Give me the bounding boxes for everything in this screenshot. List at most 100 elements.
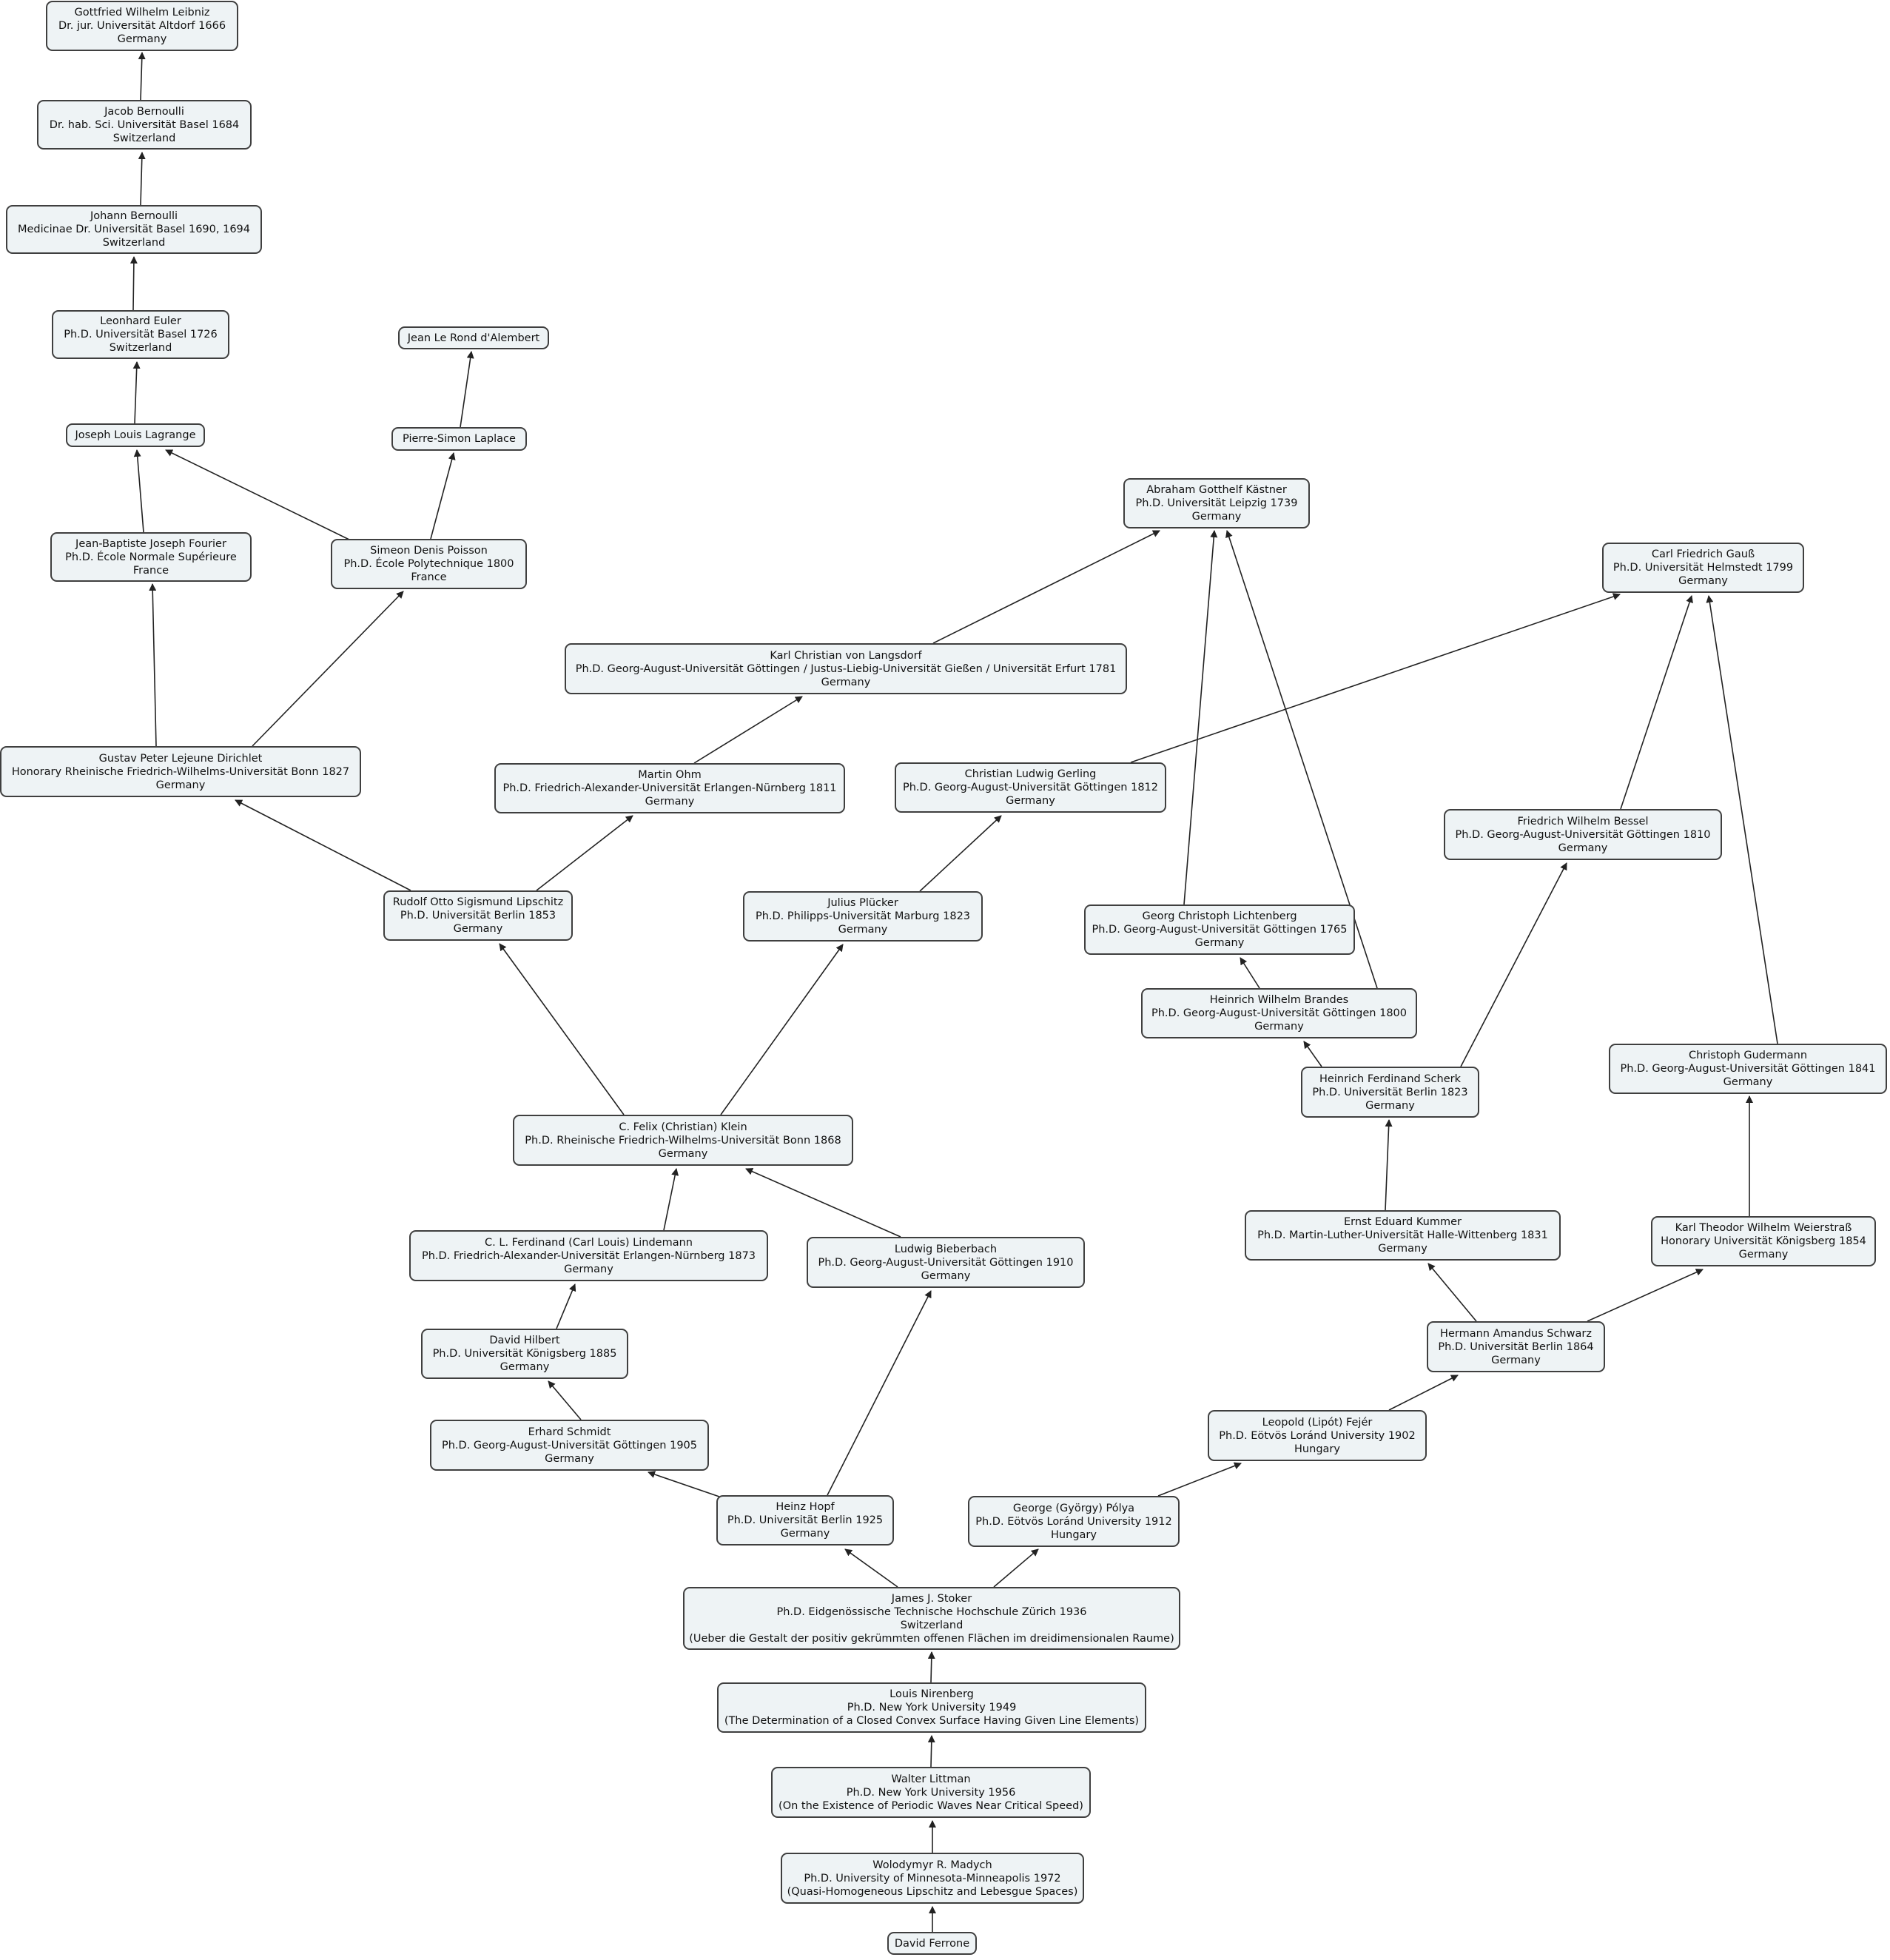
node-line: Rudolf Otto Sigismund Lipschitz: [392, 896, 564, 908]
node-line: Ph.D. Universität Basel 1726: [64, 329, 218, 340]
node-line: Ph.D. École Polytechnique 1800: [343, 558, 514, 570]
node-lagrange: Joseph Louis Lagrange: [66, 423, 205, 447]
node-line: Gottfried Wilhelm Leibniz: [74, 7, 210, 19]
node-line: Ernst Eduard Kummer: [1344, 1216, 1462, 1228]
node-dalembert: Jean Le Rond d'Alembert: [398, 326, 549, 349]
node-line: Erhard Schmidt: [528, 1426, 611, 1438]
edge-lichtenberg-to-kastner: [1183, 530, 1218, 905]
node-line: Abraham Gotthelf Kästner: [1146, 484, 1287, 496]
node-line: Ph.D. Universität Berlin 1853: [400, 910, 556, 922]
node-line: Hungary: [1294, 1443, 1340, 1455]
node-line: Germany: [1491, 1354, 1541, 1366]
edge-lipschitz-to-ohm: [536, 815, 633, 891]
node-line: Jean Le Rond d'Alembert: [407, 332, 540, 344]
edge-poisson-to-laplace: [430, 452, 456, 540]
node-line: Dr. jur. Universität Altdorf 1666: [58, 20, 226, 32]
node-line: Ph.D. Philipps-Universität Marburg 1823: [755, 910, 971, 922]
node-line: Ph.D. Rheinische Friedrich-Wilhelms-Univ…: [525, 1134, 841, 1147]
node-line: Ludwig Bieberbach: [894, 1243, 998, 1255]
node-line: Jean-Baptiste Joseph Fourier: [75, 537, 226, 550]
edge-hopf-to-bieberbach: [827, 1290, 932, 1496]
node-line: Germany: [1378, 1243, 1427, 1255]
edge-schmidt-to-hilbert: [548, 1380, 582, 1420]
node-line: Germany: [838, 924, 888, 936]
node-line: Germany: [1254, 1021, 1304, 1033]
node-line: Germany: [117, 33, 167, 45]
node-line: Pierre-Simon Laplace: [403, 433, 516, 445]
node-line: C. Felix (Christian) Klein: [619, 1121, 747, 1133]
node-line: Honorary Universität Königsberg 1854: [1661, 1235, 1866, 1247]
node-line: Switzerland: [900, 1619, 964, 1631]
node-line: Walter Littman: [891, 1773, 971, 1785]
node-line: Ph.D. Martin-Luther-Universität Halle-Wi…: [1257, 1229, 1548, 1241]
node-line: Wolodymyr R. Madych: [872, 1859, 992, 1871]
node-line: Germany: [921, 1269, 971, 1282]
edge-laplace-to-dalembert: [460, 351, 474, 428]
node-line: Ph.D. Georg-August-Universität Göttingen…: [1620, 1063, 1876, 1075]
node-line: Ph.D. Georg-August-Universität Göttingen…: [441, 1439, 698, 1451]
node-line: Ph.D. Georg-August-Universität Göttingen…: [1092, 924, 1348, 936]
node-line: Louis Nirenberg: [889, 1688, 974, 1700]
node-line: Germany: [453, 923, 503, 935]
edge-johann-bernoulli-to-jacob-bernoulli: [138, 152, 146, 206]
node-line: Hermann Amandus Schwarz: [1440, 1327, 1592, 1340]
node-line: Medicinae Dr. Universität Basel 1690, 16…: [18, 224, 250, 235]
node-line: Ph.D. Universität Königsberg 1885: [432, 1348, 617, 1360]
node-line: Germany: [155, 779, 206, 791]
node-line: Germany: [1723, 1076, 1773, 1088]
node-line: Germany: [1738, 1249, 1789, 1261]
node-line: (Quasi-Homogeneous Lipschitz and Lebesgu…: [787, 1885, 1078, 1898]
edge-scherk-to-bessel: [1460, 862, 1567, 1067]
edge-fejer-to-schwarz: [1388, 1375, 1459, 1411]
node-line: Georg Christoph Lichtenberg: [1142, 910, 1297, 922]
node-line: C. L. Ferdinand (Carl Louis) Lindemann: [485, 1236, 693, 1249]
edge-plucker-to-gerling: [919, 815, 1002, 892]
edge-langsdorf-to-kastner: [932, 530, 1160, 644]
node-line: Ph.D. Universität Berlin 1925: [727, 1514, 884, 1526]
edge-ohm-to-langsdorf: [693, 696, 803, 764]
node-line: Karl Christian von Langsdorf: [770, 649, 922, 662]
node-line: Heinrich Ferdinand Scherk: [1319, 1073, 1461, 1085]
node-line: (On the Existence of Periodic Waves Near…: [778, 1799, 1083, 1812]
node-line: David Ferrone: [894, 1937, 970, 1950]
edge-dirichlet-to-poisson: [252, 591, 404, 747]
node-line: George (György) Pólya: [1012, 1502, 1135, 1514]
edge-euler-to-johann-bernoulli: [130, 256, 138, 311]
node-line: David Hilbert: [489, 1335, 560, 1346]
edge-bessel-to-gauss: [1620, 595, 1693, 810]
node-line: Karl Theodor Wilhelm Weierstraß: [1675, 1222, 1852, 1234]
node-line: (Ueber die Gestalt der positiv gekrümmte…: [689, 1632, 1174, 1645]
edge-bieberbach-to-klein: [745, 1168, 901, 1238]
node-line: Ph.D. Georg-August-Universität Göttingen…: [1455, 828, 1711, 841]
node-line: Carl Friedrich Gauß: [1651, 548, 1755, 560]
node-line: Germany: [821, 676, 871, 688]
node-line: Germany: [1006, 795, 1055, 807]
node-line: Germany: [780, 1528, 830, 1540]
node-line: Germany: [645, 796, 695, 808]
node-line: Hungary: [1051, 1528, 1097, 1541]
node-line: Dr. hab. Sci. Universität Basel 1684: [49, 118, 240, 131]
node-line: Switzerland: [112, 132, 176, 144]
edge-klein-to-lipschitz: [499, 943, 625, 1115]
edge-littman-to-nirenberg: [927, 1735, 935, 1768]
node-line: Ph.D. Friedrich-Alexander-Universität Er…: [502, 782, 837, 794]
node-line: Germany: [1365, 1099, 1415, 1112]
node-line: Joseph Louis Lagrange: [75, 429, 196, 441]
node-line: Gustav Peter Lejeune Dirichlet: [98, 752, 263, 765]
